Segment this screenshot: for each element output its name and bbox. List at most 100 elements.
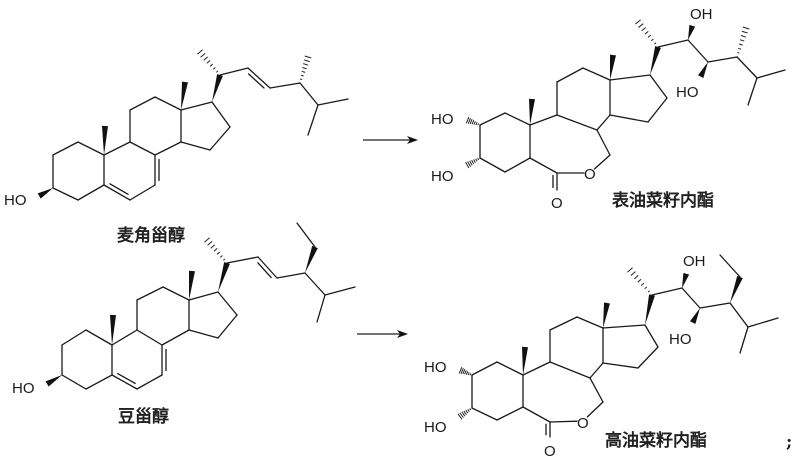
double-bond-inner [117, 372, 136, 385]
hash-bond [471, 120, 475, 125]
hash-bond [737, 52, 740, 54]
single-bond [136, 286, 164, 301]
single-bond [657, 39, 689, 48]
hash-bond [223, 258, 226, 261]
wedge-bond [102, 125, 108, 155]
single-bond [316, 294, 326, 323]
hash-bond [469, 373, 472, 376]
single-bond [736, 56, 758, 79]
hash-bond [475, 158, 478, 162]
hash-bond [206, 60, 211, 64]
single-bond [687, 39, 709, 63]
single-bond [471, 407, 498, 421]
single-bond [504, 157, 531, 173]
arrow-head-icon [407, 136, 418, 144]
wedge-bond [688, 24, 696, 40]
double-bond-inner [257, 262, 272, 279]
single-bond [647, 97, 668, 123]
single-bond [522, 361, 551, 376]
hash-bond [477, 123, 480, 126]
single-bond [756, 69, 786, 79]
atom-label: HO [4, 192, 27, 209]
double-bond [111, 374, 138, 390]
hash-bond [637, 278, 642, 283]
single-bond [549, 361, 591, 379]
hash-bond [473, 159, 476, 163]
homobrassinolide-label: 高油菜籽内酯 [605, 431, 707, 451]
hash-bond [458, 366, 463, 374]
single-bond [589, 362, 604, 379]
hash-bond [465, 371, 469, 375]
single-bond [52, 187, 79, 201]
hash-bond [477, 157, 480, 161]
hash-bond [464, 370, 467, 375]
hash-bond [197, 49, 203, 55]
hash-bond [469, 160, 473, 166]
single-bond [129, 96, 156, 111]
ergosterol-label: 麦角甾醇 [117, 226, 185, 246]
hash-bond [740, 35, 747, 38]
wedge-bond [189, 270, 195, 300]
single-bond [276, 272, 306, 279]
hash-bond [634, 275, 639, 280]
single-bond [217, 314, 238, 339]
single-bond [699, 302, 731, 309]
hash-bond [213, 248, 218, 252]
single-bond [188, 329, 219, 339]
hash-bond [647, 290, 650, 293]
hash-bond [647, 34, 652, 38]
hash-bond [219, 255, 223, 258]
hash-bond [638, 23, 644, 28]
hash-bond [738, 47, 742, 50]
single-bond [162, 286, 190, 301]
single-bond [304, 272, 326, 296]
atom-label: O [584, 166, 596, 183]
wedge-bond [305, 245, 318, 273]
single-bond [747, 317, 779, 328]
single-bond [729, 302, 749, 328]
wedge-bond [730, 275, 743, 303]
hash-bond [473, 121, 476, 125]
wedge-bond [529, 98, 535, 125]
single-bond [299, 82, 319, 106]
hash-bond [469, 408, 472, 411]
atom-label: O [551, 195, 563, 212]
hash-bond [465, 116, 470, 124]
atom-label: HO [431, 111, 454, 128]
single-bond [154, 141, 182, 156]
single-bond [549, 316, 578, 331]
hash-bond [457, 413, 463, 420]
single-bond [111, 329, 138, 346]
atom-label: OH [690, 6, 713, 23]
single-bond [609, 114, 649, 123]
hash-bond [216, 70, 219, 73]
semicolon-terminator: ; [786, 432, 793, 452]
wedge-bond [645, 294, 655, 325]
single-bond [649, 74, 668, 99]
atom-label: O [577, 415, 589, 432]
hash-bond [302, 67, 307, 70]
atom-label: HO [12, 380, 35, 397]
wedge-bond [650, 46, 661, 75]
hash-bond [200, 52, 206, 58]
single-bond [593, 154, 611, 170]
single-bond [609, 74, 651, 81]
hash-bond [635, 19, 641, 25]
atom-label: O [544, 443, 556, 460]
hash-bond [644, 286, 648, 290]
hash-bond [475, 122, 478, 126]
single-bond [180, 101, 213, 111]
single-bond [496, 406, 524, 421]
hash-bond [303, 63, 309, 66]
double-bond [257, 256, 278, 279]
hash-bond [467, 409, 470, 412]
wedge-bond [110, 314, 116, 345]
wedge-bond [37, 188, 53, 199]
reaction-arrows [357, 136, 418, 338]
single-bond [644, 324, 659, 348]
hash-bond [739, 39, 745, 42]
hash-bond [304, 55, 312, 59]
single-bond [217, 291, 238, 316]
single-bond [61, 374, 87, 390]
